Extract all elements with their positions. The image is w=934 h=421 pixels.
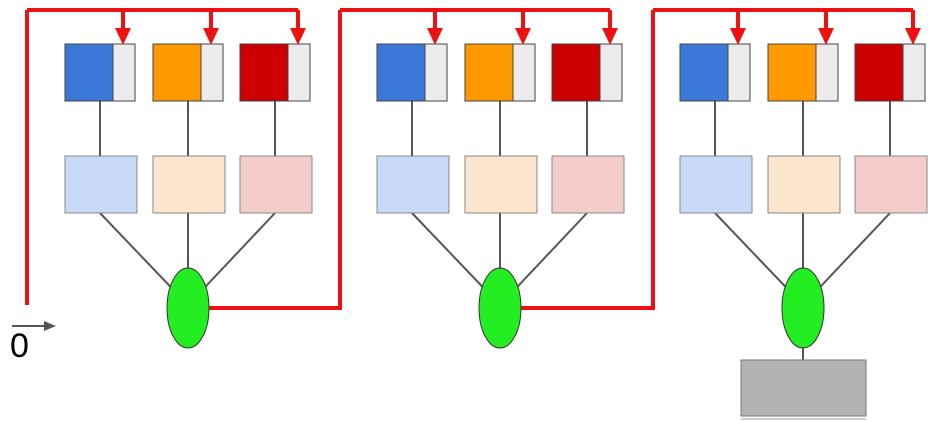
gate-box (551, 43, 601, 102)
units (64, 43, 928, 349)
feedback-link-line (209, 10, 342, 310)
gate-box (464, 43, 514, 102)
feedback-arrowhead (427, 28, 443, 45)
state-box (112, 43, 136, 102)
vector-arrowhead (44, 321, 56, 331)
hidden-box (239, 155, 313, 214)
merge-node (478, 267, 522, 349)
state-box (815, 43, 839, 102)
state-box (727, 43, 751, 102)
hidden-box (767, 155, 841, 214)
gate-box (679, 43, 729, 102)
state-box (424, 43, 448, 102)
feedback-arrowhead (515, 28, 531, 45)
hidden-box (376, 155, 450, 214)
feedback-link-line (521, 10, 655, 310)
output-block (740, 359, 867, 417)
feedback-lines (25, 8, 921, 310)
feedback-arrowhead (203, 28, 219, 45)
state-box (287, 43, 311, 102)
gate-box (64, 43, 114, 102)
state-box (902, 43, 926, 102)
state-box (512, 43, 536, 102)
gate-box (152, 43, 202, 102)
state-box (599, 43, 623, 102)
feedback-arrowhead (115, 28, 131, 45)
feedback-arrowhead (290, 28, 306, 45)
feedback-arrowhead (905, 28, 921, 45)
initial-state-label: 0 (10, 327, 29, 365)
feedback-arrowhead (730, 28, 746, 45)
gate-box (767, 43, 817, 102)
gate-box (854, 43, 904, 102)
hidden-box (152, 155, 226, 214)
hidden-box (464, 155, 538, 214)
feedback-arrowhead (818, 28, 834, 45)
hidden-box (854, 155, 928, 214)
merge-node (781, 267, 825, 349)
hidden-box (679, 155, 753, 214)
feedback-arrowhead (602, 28, 618, 45)
gate-box (239, 43, 289, 102)
hidden-box (551, 155, 625, 214)
gate-box (376, 43, 426, 102)
initial-state-arrow-group (12, 321, 56, 331)
hidden-box (64, 155, 138, 214)
state-box (200, 43, 224, 102)
merge-node (166, 267, 210, 349)
output-group (740, 348, 867, 420)
